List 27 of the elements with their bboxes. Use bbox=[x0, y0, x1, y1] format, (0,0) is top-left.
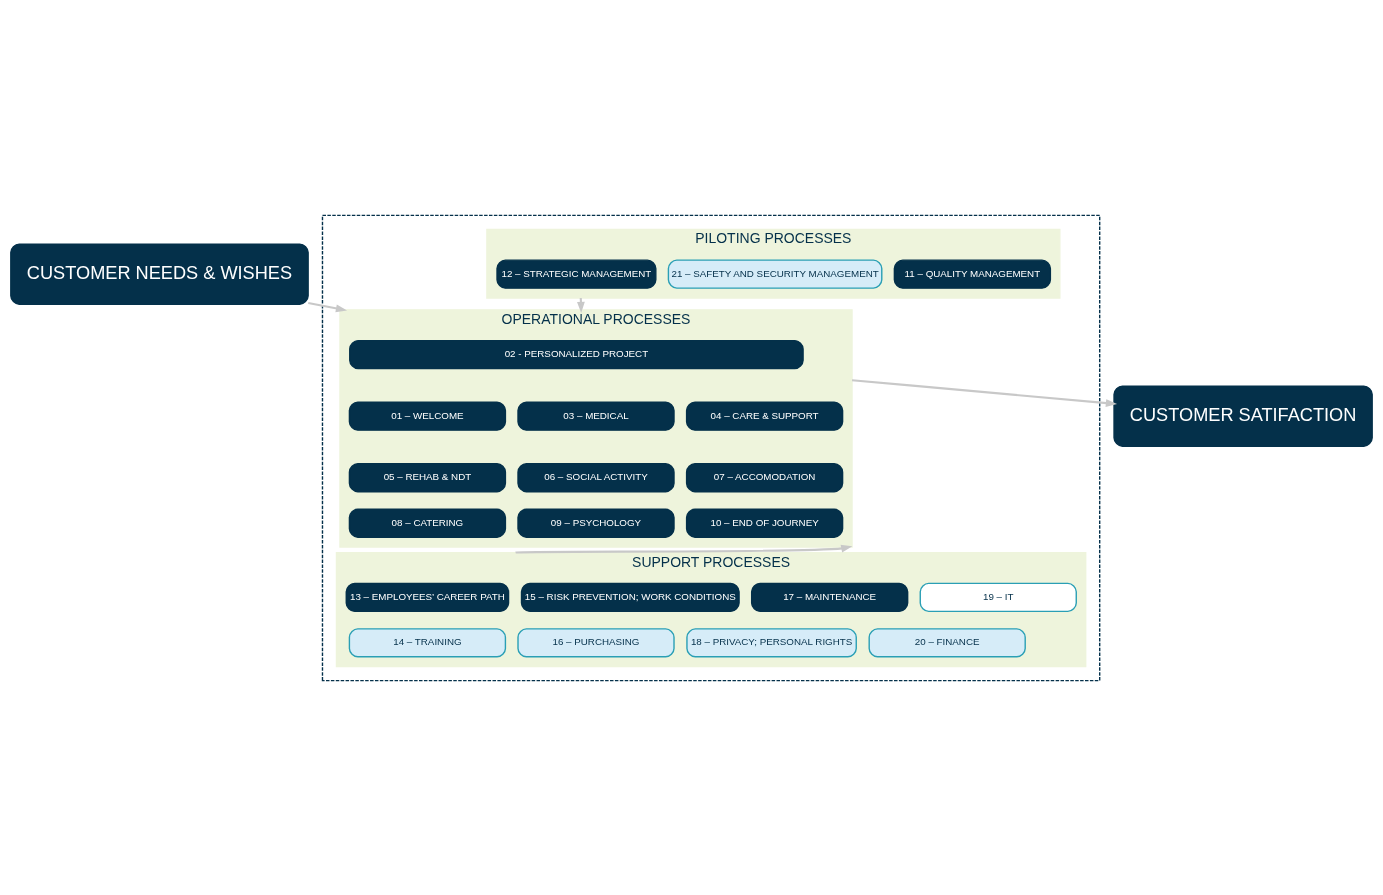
arrow bbox=[515, 544, 853, 554]
node-box: 20 – FINANCE bbox=[868, 627, 1026, 658]
node-box: 19 – IT bbox=[919, 582, 1077, 612]
node-box: 02 - PERSONALIZED PROJECT bbox=[349, 339, 804, 369]
arrow bbox=[308, 301, 348, 312]
node-box: 06 – SOCIAL ACTIVITY bbox=[517, 462, 675, 492]
node-box: 18 – PRIVACY; PERSONAL RIGHTS bbox=[686, 627, 857, 658]
node-box: 10 – END OF JOURNEY bbox=[685, 508, 844, 538]
node-box: 04 – CARE & SUPPORT bbox=[685, 401, 844, 431]
node-box: 12 – STRATEGIC MANAGEMENT bbox=[496, 258, 657, 289]
node-box: 13 – EMPLOYEES’ CAREER PATH bbox=[345, 582, 510, 612]
node-box: 11 – QUALITY MANAGEMENT bbox=[893, 258, 1052, 289]
node-box: CUSTOMER SATIFACTION bbox=[1113, 384, 1373, 447]
node-box: 09 – PSYCHOLOGY bbox=[517, 508, 675, 538]
node-box: 03 – MEDICAL bbox=[517, 401, 675, 431]
node-box: 05 – REHAB & NDT bbox=[348, 462, 507, 492]
node-box: 15 – RISK PREVENTION; WORK CONDITIONS bbox=[520, 582, 740, 612]
node-box: 08 – CATERING bbox=[348, 508, 507, 538]
cluster bbox=[321, 214, 1101, 681]
node-box: 21 – SAFETY AND SECURITY MANAGEMENT bbox=[667, 258, 883, 289]
node-box: 14 – TRAINING bbox=[348, 627, 507, 658]
node-box: 17 – MAINTENANCE bbox=[750, 582, 909, 612]
node-box: CUSTOMER NEEDS & WISHES bbox=[10, 242, 309, 305]
node-box: 16 – PURCHASING bbox=[517, 627, 675, 658]
node-box: 07 – ACCOMODATION bbox=[685, 462, 844, 492]
node-box: 01 – WELCOME bbox=[348, 401, 507, 431]
arrow bbox=[851, 378, 1118, 407]
